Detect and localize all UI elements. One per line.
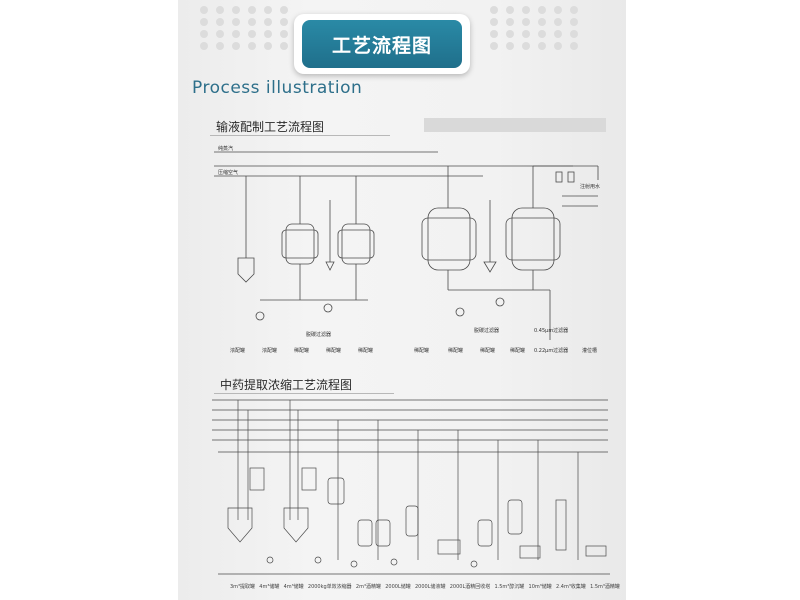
- title-banner: 工艺流程图: [294, 14, 470, 74]
- tank-label-9: 稀配罐: [510, 347, 525, 354]
- bottom-label-9: 1.5m³醇沉罐: [494, 584, 525, 590]
- tank-label-2: 浓配罐: [262, 347, 277, 354]
- tank-label-1: 浓配罐: [230, 347, 245, 354]
- section2-title: 中药提取浓缩工艺流程图: [214, 376, 394, 394]
- tank-label-last: 灌位槽: [582, 347, 597, 354]
- section1-title: 输液配制工艺流程图: [210, 118, 390, 136]
- infusion-process-diagram: 纯蒸汽 压缩空气 注射用水 脱碳过滤器 脱碳过滤器 0.45μm过滤器 0.22…: [212, 145, 610, 575]
- bottom-label-8: 2000L酒精回收塔: [449, 584, 491, 590]
- label-filter-right: 脱碳过滤器: [474, 327, 499, 334]
- label-filter-022: 0.22μm过滤器: [534, 347, 568, 354]
- bottom-label-11: 2.4m³收集罐: [556, 584, 586, 590]
- bottom-label-2: 4m³储罐: [259, 584, 280, 590]
- tank-label-4: 稀配罐: [326, 347, 341, 354]
- dot-pattern-left: [200, 6, 292, 50]
- process-poster: 工艺流程图 Process illustration 输液配制工艺流程图: [178, 0, 626, 600]
- banner-title: 工艺流程图: [302, 20, 462, 68]
- bottom-label-6: 2000L储罐: [385, 584, 411, 590]
- background: [0, 0, 178, 600]
- tank-label-7: 稀配罐: [448, 347, 463, 354]
- line-label-air: 压缩空气: [218, 169, 238, 176]
- bottom-label-5: 2m³酒精罐: [355, 584, 381, 590]
- section1-gray-bar: [424, 118, 606, 132]
- bottom-label-7: 2000L储液罐: [414, 584, 446, 590]
- label-filter-045: 0.45μm过滤器: [534, 327, 568, 334]
- bottom-label-12: 1.5m³酒精罐: [590, 584, 620, 590]
- tank-label-6: 稀配罐: [414, 347, 429, 354]
- bottom-label-10: 10m³储罐: [528, 584, 552, 590]
- tank-label-8: 稀配罐: [480, 347, 495, 354]
- tank-label-3: 稀配罐: [294, 347, 309, 354]
- subtitle: Process illustration: [192, 78, 363, 98]
- bottom-label-1: 3m³提取罐: [230, 584, 256, 590]
- label-water: 注射用水: [580, 183, 600, 190]
- line-label-steam: 纯蒸汽: [218, 145, 233, 152]
- label-filter-left: 脱碳过滤器: [306, 331, 331, 338]
- bottom-label-4: 2000kg单效浓缩器: [307, 584, 352, 590]
- bottom-label-3: 4m³储罐: [283, 584, 304, 590]
- section2-bottom-labels: 3m³提取罐 4m³储罐 4m³储罐 2000kg单效浓缩器 2m³酒精罐 20…: [230, 583, 620, 590]
- tank-label-5: 稀配罐: [358, 347, 373, 354]
- dot-pattern-right: [490, 6, 582, 50]
